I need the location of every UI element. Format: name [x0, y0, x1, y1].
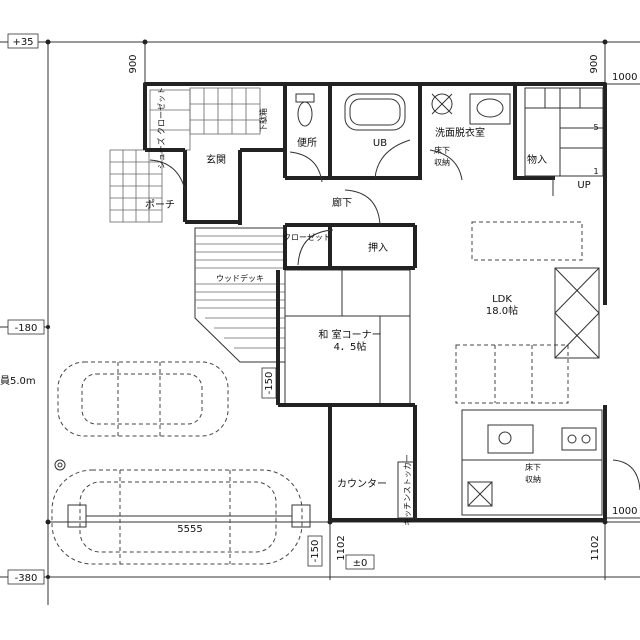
stairs	[524, 87, 604, 196]
label-kitchen-stocker: キッチンストッカー	[403, 454, 412, 526]
ground-zero-label: ±0	[353, 558, 368, 569]
label-entrance: 玄関	[206, 153, 226, 166]
ldk-furniture	[455, 221, 600, 404]
porch-tiles	[109, 149, 163, 223]
label-washroom: 洗面脱衣室	[435, 126, 485, 139]
level-bottom-label: -380	[15, 573, 38, 584]
dim-1102-left: 1102	[336, 535, 347, 560]
dim-1000-top: 1000	[612, 72, 637, 83]
label-shoe-closet: シューズ クローゼット	[156, 87, 166, 169]
parking-area: 5555	[51, 361, 311, 565]
label-underfloor-storage-1: 床下収納	[434, 145, 450, 167]
parking-width-label: 5555	[177, 524, 202, 535]
stair-step-1: 1	[593, 167, 598, 176]
label-closet: クローゼット	[283, 232, 331, 242]
dim-1000-bottom: 1000	[612, 506, 637, 517]
label-underfloor-storage-2: 床下収納	[525, 462, 541, 484]
dim-900-right: 900	[589, 54, 600, 73]
label-unit-bath: UB	[373, 138, 387, 149]
level-mid-label: -180	[15, 323, 38, 334]
road-width-label: 員5.0m	[0, 375, 36, 387]
fixtures	[295, 93, 603, 519]
label-shoe-box: 下駄箱	[258, 108, 268, 132]
entrance-tiles	[149, 87, 261, 151]
step-150-bottom: -150	[310, 540, 321, 563]
doors	[149, 139, 640, 491]
label-toilet: 便所	[297, 136, 317, 149]
dim-900-left: 900	[128, 54, 139, 73]
label-storage-room: 物入	[527, 153, 547, 166]
stair-step-5: 5	[593, 123, 598, 132]
wood-deck	[194, 227, 286, 363]
label-porch: ポーチ	[145, 199, 175, 211]
label-hallway: 廊下	[332, 196, 352, 209]
label-up: UP	[577, 180, 590, 191]
step-150-japanese: -150	[264, 372, 275, 395]
label-counter: カウンター	[337, 478, 387, 490]
dim-1102-right: 1102	[590, 535, 601, 560]
walls	[143, 82, 607, 522]
label-oshiire: 押入	[368, 241, 388, 254]
level-top-label: +35	[12, 37, 33, 48]
label-wood-deck: ウッドデッキ	[216, 273, 264, 283]
